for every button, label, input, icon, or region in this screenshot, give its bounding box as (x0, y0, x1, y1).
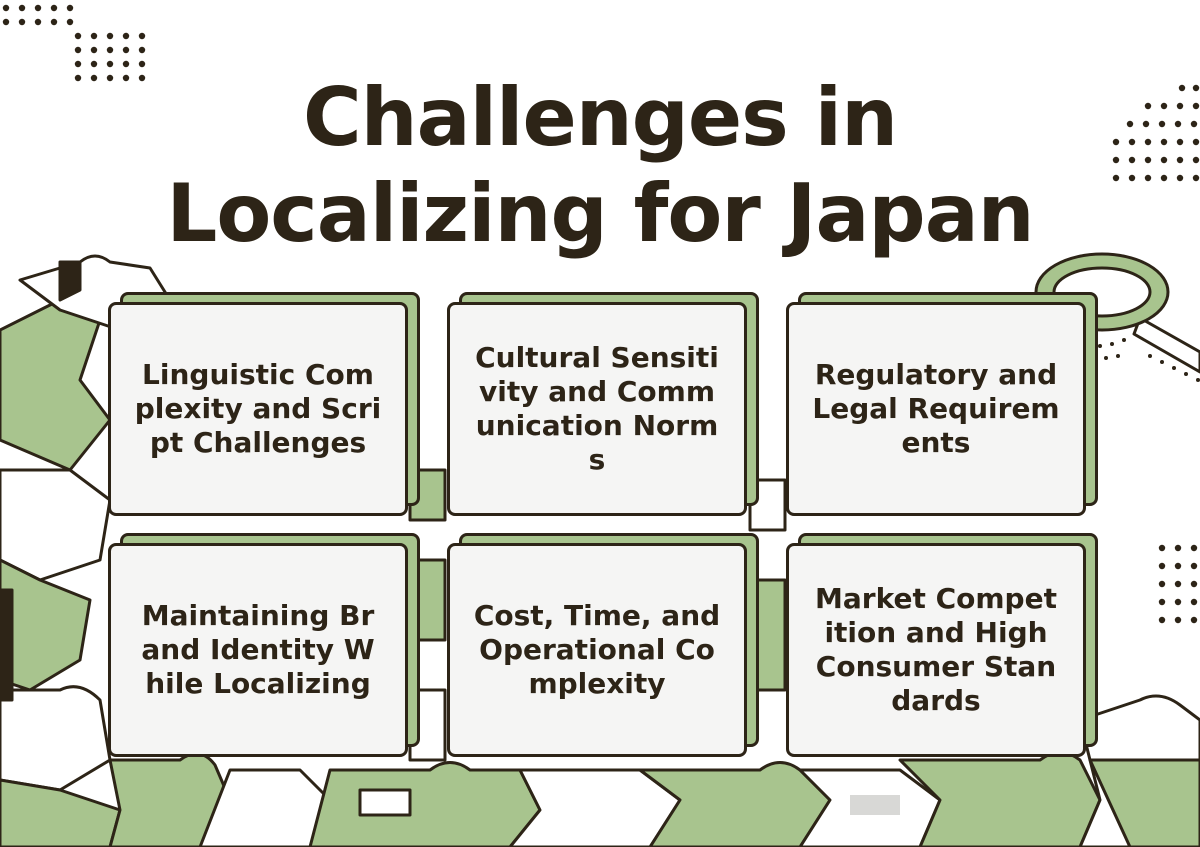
card-body: Linguistic Complexity and Script Challen… (108, 302, 408, 516)
card-label: Linguistic Complexity and Script Challen… (134, 358, 382, 459)
page-title: Challenges in Localizing for Japan (0, 70, 1200, 262)
dot-pattern-top-right (1112, 84, 1200, 182)
card-body: Market Competition and High Consumer Sta… (786, 543, 1086, 757)
card-label: Cultural Sensitivity and Communication N… (475, 341, 719, 476)
puzzle-pieces-bottom (308, 694, 1200, 847)
card-body: Cultural Sensitivity and Communication N… (447, 302, 747, 516)
card-body: Regulatory and Legal Requirements (786, 302, 1086, 516)
puzzle-pieces-left (0, 254, 332, 847)
challenge-card: Cultural Sensitivity and Communication N… (447, 292, 759, 518)
dot-pattern-top-left (2, 4, 146, 82)
title-line-1: Challenges in (302, 71, 898, 164)
challenge-card: Cost, Time, and Operational Complexity (447, 533, 759, 759)
challenge-card: Market Competition and High Consumer Sta… (786, 533, 1098, 759)
challenge-card: Maintaining Brand Identity While Localiz… (108, 533, 420, 759)
card-label: Cost, Time, and Operational Complexity (473, 599, 721, 700)
title-line-2: Localizing for Japan (166, 167, 1034, 260)
card-label: Maintaining Brand Identity While Localiz… (141, 599, 375, 700)
challenge-card: Linguistic Complexity and Script Challen… (108, 292, 420, 518)
card-body: Maintaining Brand Identity While Localiz… (108, 543, 408, 757)
card-body: Cost, Time, and Operational Complexity (447, 543, 747, 757)
card-label: Regulatory and Legal Requirements (812, 358, 1060, 459)
dot-pattern-right (1158, 544, 1198, 624)
card-label: Market Competition and High Consumer Sta… (815, 582, 1057, 717)
challenge-card: Regulatory and Legal Requirements (786, 292, 1098, 518)
